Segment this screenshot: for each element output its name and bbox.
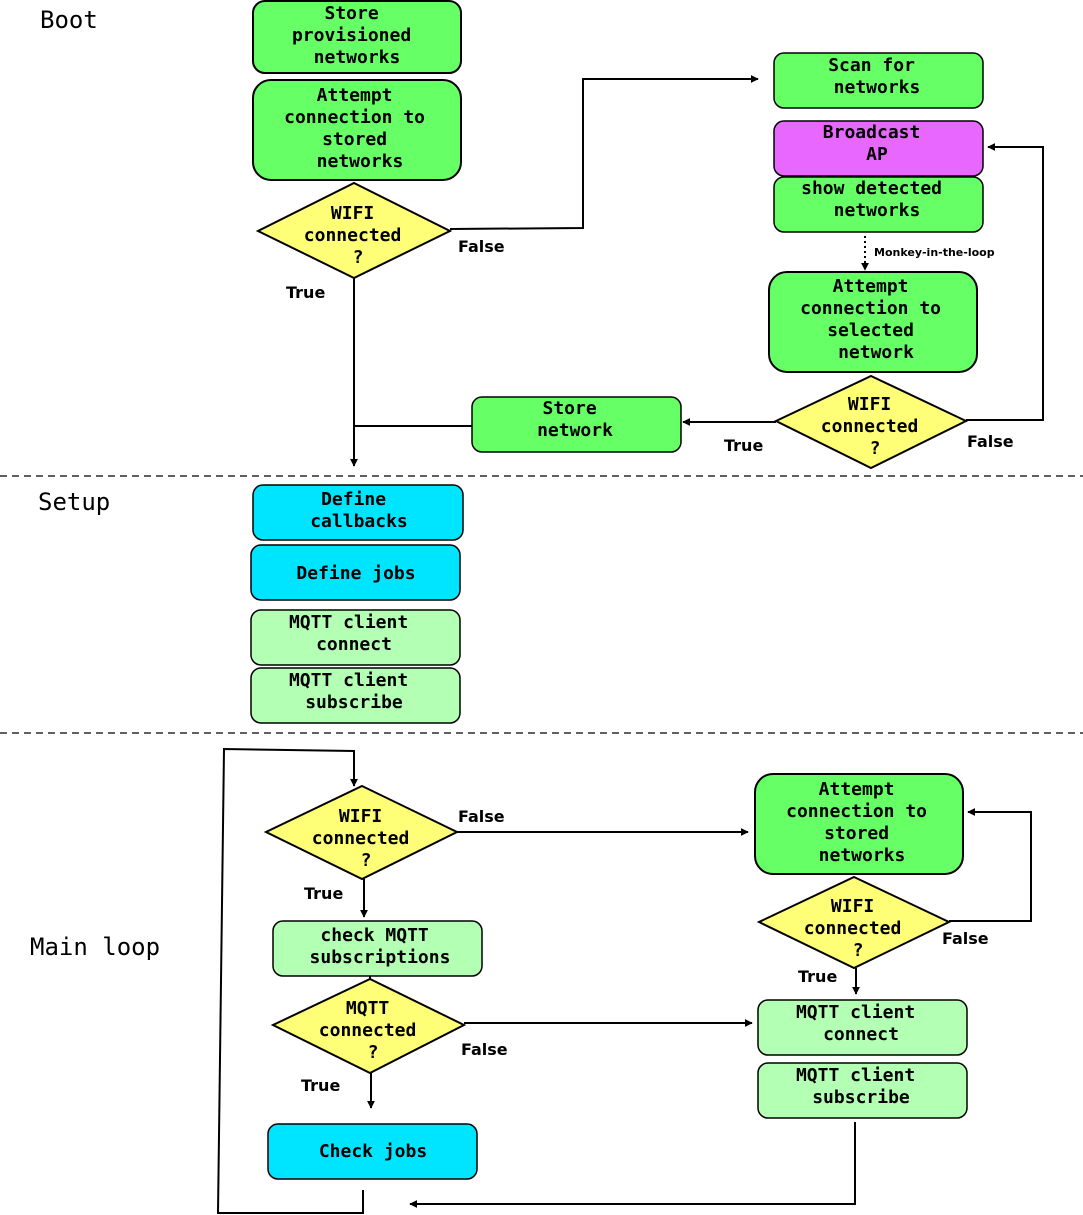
decision-mqtt-connected: MQTT connected ? (270, 977, 467, 1075)
section-label-main: Main loop (30, 933, 160, 961)
edge-wifi-false-to-scan (449, 75, 759, 230)
node-text: Define jobs (296, 563, 415, 584)
node-text: MQTT client subscribe (796, 1065, 926, 1108)
edge-subscribe-back (409, 1122, 856, 1208)
node-text: WIFI connected ? (312, 806, 420, 871)
node-check-mqtt-subscriptions: check MQTT subscriptions (272, 920, 483, 977)
edge-wifi2-false-to-broadcast (966, 143, 1044, 421)
node-text: MQTT client connect (289, 612, 419, 655)
label-true-boot-2: True (724, 436, 763, 455)
label-true-main-2: True (301, 1076, 340, 1095)
node-main-attempt-stored: Attempt connection to stored networks (754, 773, 964, 875)
label-false-boot-2: False (967, 432, 1014, 451)
node-text: Scan for networks (828, 55, 926, 98)
node-text: WIFI connected ? (821, 394, 929, 459)
label-true-boot-1: True (286, 283, 325, 302)
label-false-boot-1: False (458, 237, 505, 256)
node-store-provisioned: Store provisioned networks (252, 0, 462, 74)
node-attempt-stored: Attempt connection to stored networks (252, 79, 462, 181)
node-text: Attempt connection to stored networks (284, 85, 436, 172)
decision-main-wifi-connected: WIFI connected ? (263, 784, 460, 881)
node-text: Define callbacks (310, 489, 408, 532)
node-broadcast-ap: Broadcast AP (773, 120, 984, 177)
node-scan-networks: Scan for networks (773, 52, 984, 109)
node-text: Store provisioned networks (292, 3, 422, 68)
section-label-setup: Setup (38, 488, 110, 516)
edge-main-wifi2-false-loop (949, 808, 1032, 922)
node-main-mqtt-subscribe: MQTT client subscribe (757, 1062, 968, 1119)
edge-loop-back-to-start (216, 747, 364, 1214)
node-text: Attempt connection to stored networks (786, 779, 938, 866)
node-text: Broadcast AP (823, 122, 931, 165)
node-text: MQTT connected ? (319, 998, 427, 1063)
node-attempt-selected: Attempt connection to selected network (768, 271, 978, 373)
decision-main-wifi-connected-2: WIFI connected ? (756, 875, 952, 970)
node-text: MQTT client connect (796, 1002, 926, 1045)
node-show-detected: show detected networks (773, 176, 984, 233)
label-false-main-1: False (458, 807, 505, 826)
node-text: check MQTT subscriptions (310, 925, 451, 968)
node-define-jobs: Define jobs (250, 544, 461, 601)
node-define-callbacks: Define callbacks (252, 484, 464, 541)
node-setup-mqtt-connect: MQTT client connect (250, 609, 461, 666)
label-true-main-3: True (798, 967, 837, 986)
decision-wifi-connected-2: WIFI connected ? (773, 374, 969, 470)
node-text: WIFI connected ? (804, 896, 912, 961)
node-text: Store network (537, 398, 613, 441)
label-monkey-in-the-loop: Monkey-in-the-loop (874, 246, 995, 259)
label-true-main-1: True (304, 884, 343, 903)
node-main-mqtt-connect: MQTT client connect (757, 999, 968, 1056)
section-label-boot: Boot (40, 6, 98, 34)
node-text: Check jobs (319, 1141, 427, 1162)
node-store-network: Store network (471, 396, 682, 453)
label-false-main-3: False (942, 929, 989, 948)
node-text: MQTT client subscribe (289, 670, 419, 713)
decision-wifi-connected: WIFI connected ? (255, 181, 453, 280)
label-false-main-2: False (461, 1040, 508, 1059)
node-text: show detected networks (801, 178, 953, 221)
node-text: Attempt connection to selected network (800, 276, 952, 363)
node-setup-mqtt-subscribe: MQTT client subscribe (250, 667, 461, 724)
node-check-jobs: Check jobs (267, 1123, 478, 1180)
node-text: WIFI connected ? (304, 203, 412, 268)
